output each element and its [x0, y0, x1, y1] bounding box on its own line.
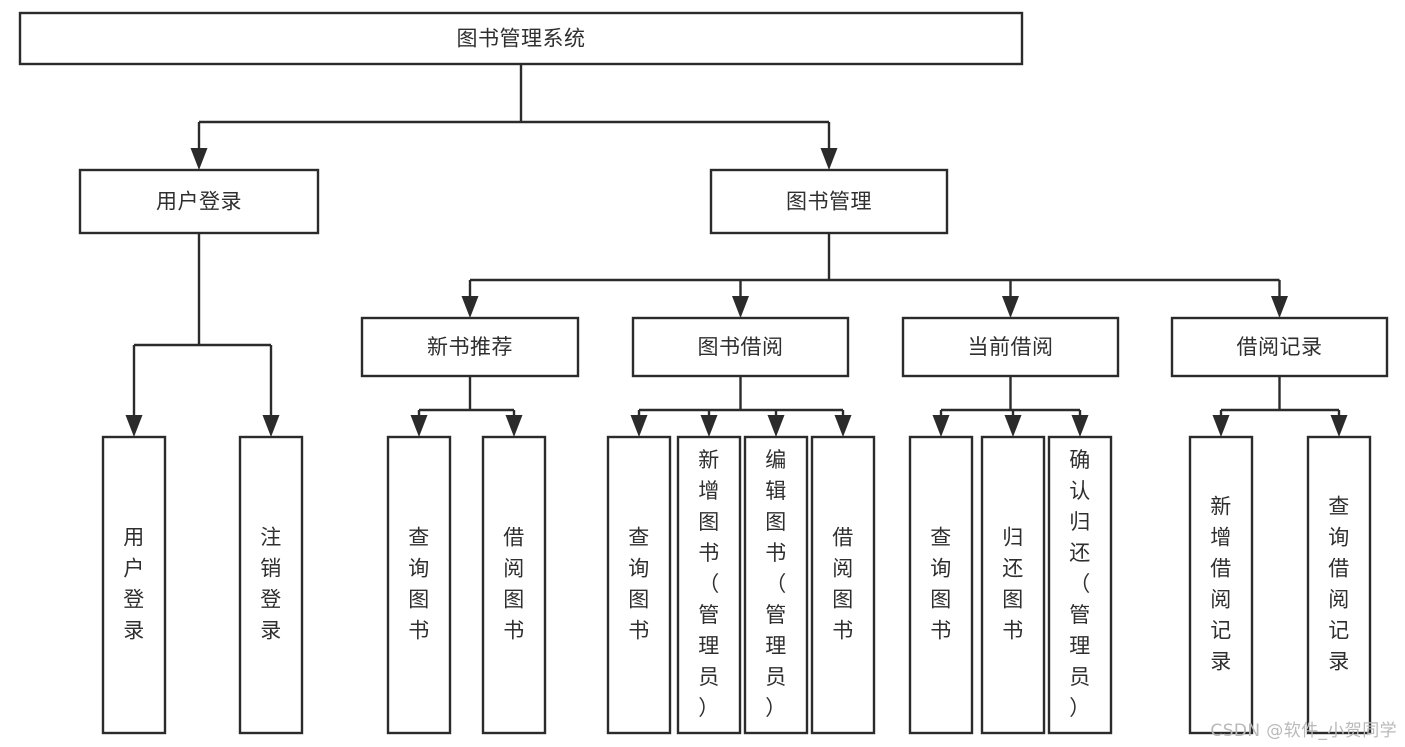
node-label: 借阅图书	[832, 526, 854, 643]
node-label: 图书管理系统	[457, 27, 586, 51]
node-book-borrow[interactable]: 图书借阅	[631, 316, 850, 378]
arrow-head-icon	[410, 415, 428, 437]
node-box	[18, 11, 1024, 66]
node-leaf-user-login[interactable]: 用户登录	[101, 435, 167, 735]
arrow-head-icon	[262, 415, 280, 437]
arrow-head-icon	[1271, 296, 1288, 318]
node-book-manage[interactable]: 图书管理	[709, 168, 949, 235]
node-leaf-add-record[interactable]: 新增借阅记录	[1188, 435, 1254, 735]
node-leaf-query-record[interactable]: 查询借阅记录	[1306, 435, 1372, 735]
node-leaf-edit-book[interactable]: 编辑图书（管理员）	[743, 435, 809, 735]
node-leaf-query-book-3[interactable]: 查询图书	[908, 435, 974, 735]
arrow-head-icon	[461, 296, 479, 318]
node-label: 图书借阅	[698, 335, 784, 359]
node-leaf-borrow-book-1[interactable]: 借阅图书	[481, 435, 547, 735]
node-box	[1047, 435, 1113, 735]
node-box	[1170, 316, 1389, 378]
node-box	[743, 435, 809, 735]
arrow-head-icon	[190, 148, 208, 170]
node-layer: 图书管理系统用户登录图书管理新书推荐图书借阅当前借阅借阅记录用户登录注销登录查询…	[18, 11, 1389, 735]
node-box	[980, 435, 1046, 735]
arrow-head-icon	[1330, 415, 1348, 437]
node-box	[810, 435, 876, 735]
node-leaf-add-book[interactable]: 新增图书（管理员）	[676, 435, 742, 735]
node-box	[908, 435, 974, 735]
node-label: 用户登录	[156, 190, 242, 214]
node-label: 确认归还（管理员）	[1069, 448, 1091, 720]
arrow-head-icon	[932, 415, 950, 437]
arrow-head-icon	[767, 415, 785, 437]
node-leaf-query-book-2[interactable]: 查询图书	[606, 435, 672, 735]
node-box	[238, 435, 304, 735]
node-label: 查询图书	[930, 526, 952, 643]
node-user-login[interactable]: 用户登录	[78, 168, 320, 235]
node-box	[481, 435, 547, 735]
node-label: 注销登录	[260, 526, 282, 643]
edge-group-current-borrow	[932, 376, 1089, 437]
node-leaf-confirm-return[interactable]: 确认归还（管理员）	[1047, 435, 1113, 735]
edge-group-book-manage	[461, 233, 1288, 318]
node-label: 归还图书	[1002, 526, 1024, 643]
node-label: 用户登录	[123, 526, 145, 643]
node-label: 查询借阅记录	[1328, 495, 1350, 674]
arrow-head-icon	[1002, 296, 1019, 318]
node-label: 查询图书	[408, 526, 430, 643]
node-box	[631, 316, 850, 378]
edge-group-new-book-rec	[410, 376, 523, 437]
node-label: 借阅记录	[1237, 335, 1323, 359]
node-box	[709, 168, 949, 235]
node-leaf-logout[interactable]: 注销登录	[238, 435, 304, 735]
arrow-head-icon	[1004, 415, 1022, 437]
node-leaf-query-book-1[interactable]: 查询图书	[386, 435, 452, 735]
node-label: 编辑图书（管理员）	[765, 448, 787, 720]
arrow-head-icon	[700, 415, 718, 437]
node-box	[606, 435, 672, 735]
node-box	[901, 316, 1120, 378]
watermark-label: CSDN @软件_小贺同学	[1210, 721, 1397, 741]
node-label: 查询图书	[628, 526, 650, 643]
edge-group-book-borrow	[630, 376, 852, 437]
arrow-head-icon	[820, 148, 838, 170]
arrow-head-icon	[505, 415, 523, 437]
node-box	[676, 435, 742, 735]
arrow-head-icon	[834, 415, 852, 437]
edge-group-user-login	[125, 233, 280, 437]
arrow-head-icon	[125, 415, 143, 437]
arrow-head-icon	[630, 415, 648, 437]
node-new-book-rec[interactable]: 新书推荐	[360, 316, 580, 378]
node-current-borrow[interactable]: 当前借阅	[901, 316, 1120, 378]
edge-group-borrow-record	[1212, 376, 1348, 437]
node-label: 新增借阅记录	[1210, 495, 1232, 674]
node-label: 新增图书（管理员）	[698, 448, 720, 720]
arrow-head-icon	[732, 296, 749, 318]
node-leaf-return-book[interactable]: 归还图书	[980, 435, 1046, 735]
node-box	[1188, 435, 1254, 735]
node-label: 图书管理	[786, 190, 872, 214]
node-label: 当前借阅	[968, 335, 1054, 359]
connector-layer	[125, 64, 1348, 437]
arrow-head-icon	[1212, 415, 1230, 437]
node-box	[386, 435, 452, 735]
node-label: 借阅图书	[503, 526, 525, 643]
node-box	[1306, 435, 1372, 735]
node-borrow-record[interactable]: 借阅记录	[1170, 316, 1389, 378]
node-leaf-borrow-book-2[interactable]: 借阅图书	[810, 435, 876, 735]
node-box	[101, 435, 167, 735]
node-root[interactable]: 图书管理系统	[18, 11, 1024, 66]
node-label: 新书推荐	[427, 335, 513, 359]
arrow-head-icon	[1071, 415, 1089, 437]
node-box	[360, 316, 580, 378]
node-box	[78, 168, 320, 235]
edge-group-root	[190, 64, 838, 170]
